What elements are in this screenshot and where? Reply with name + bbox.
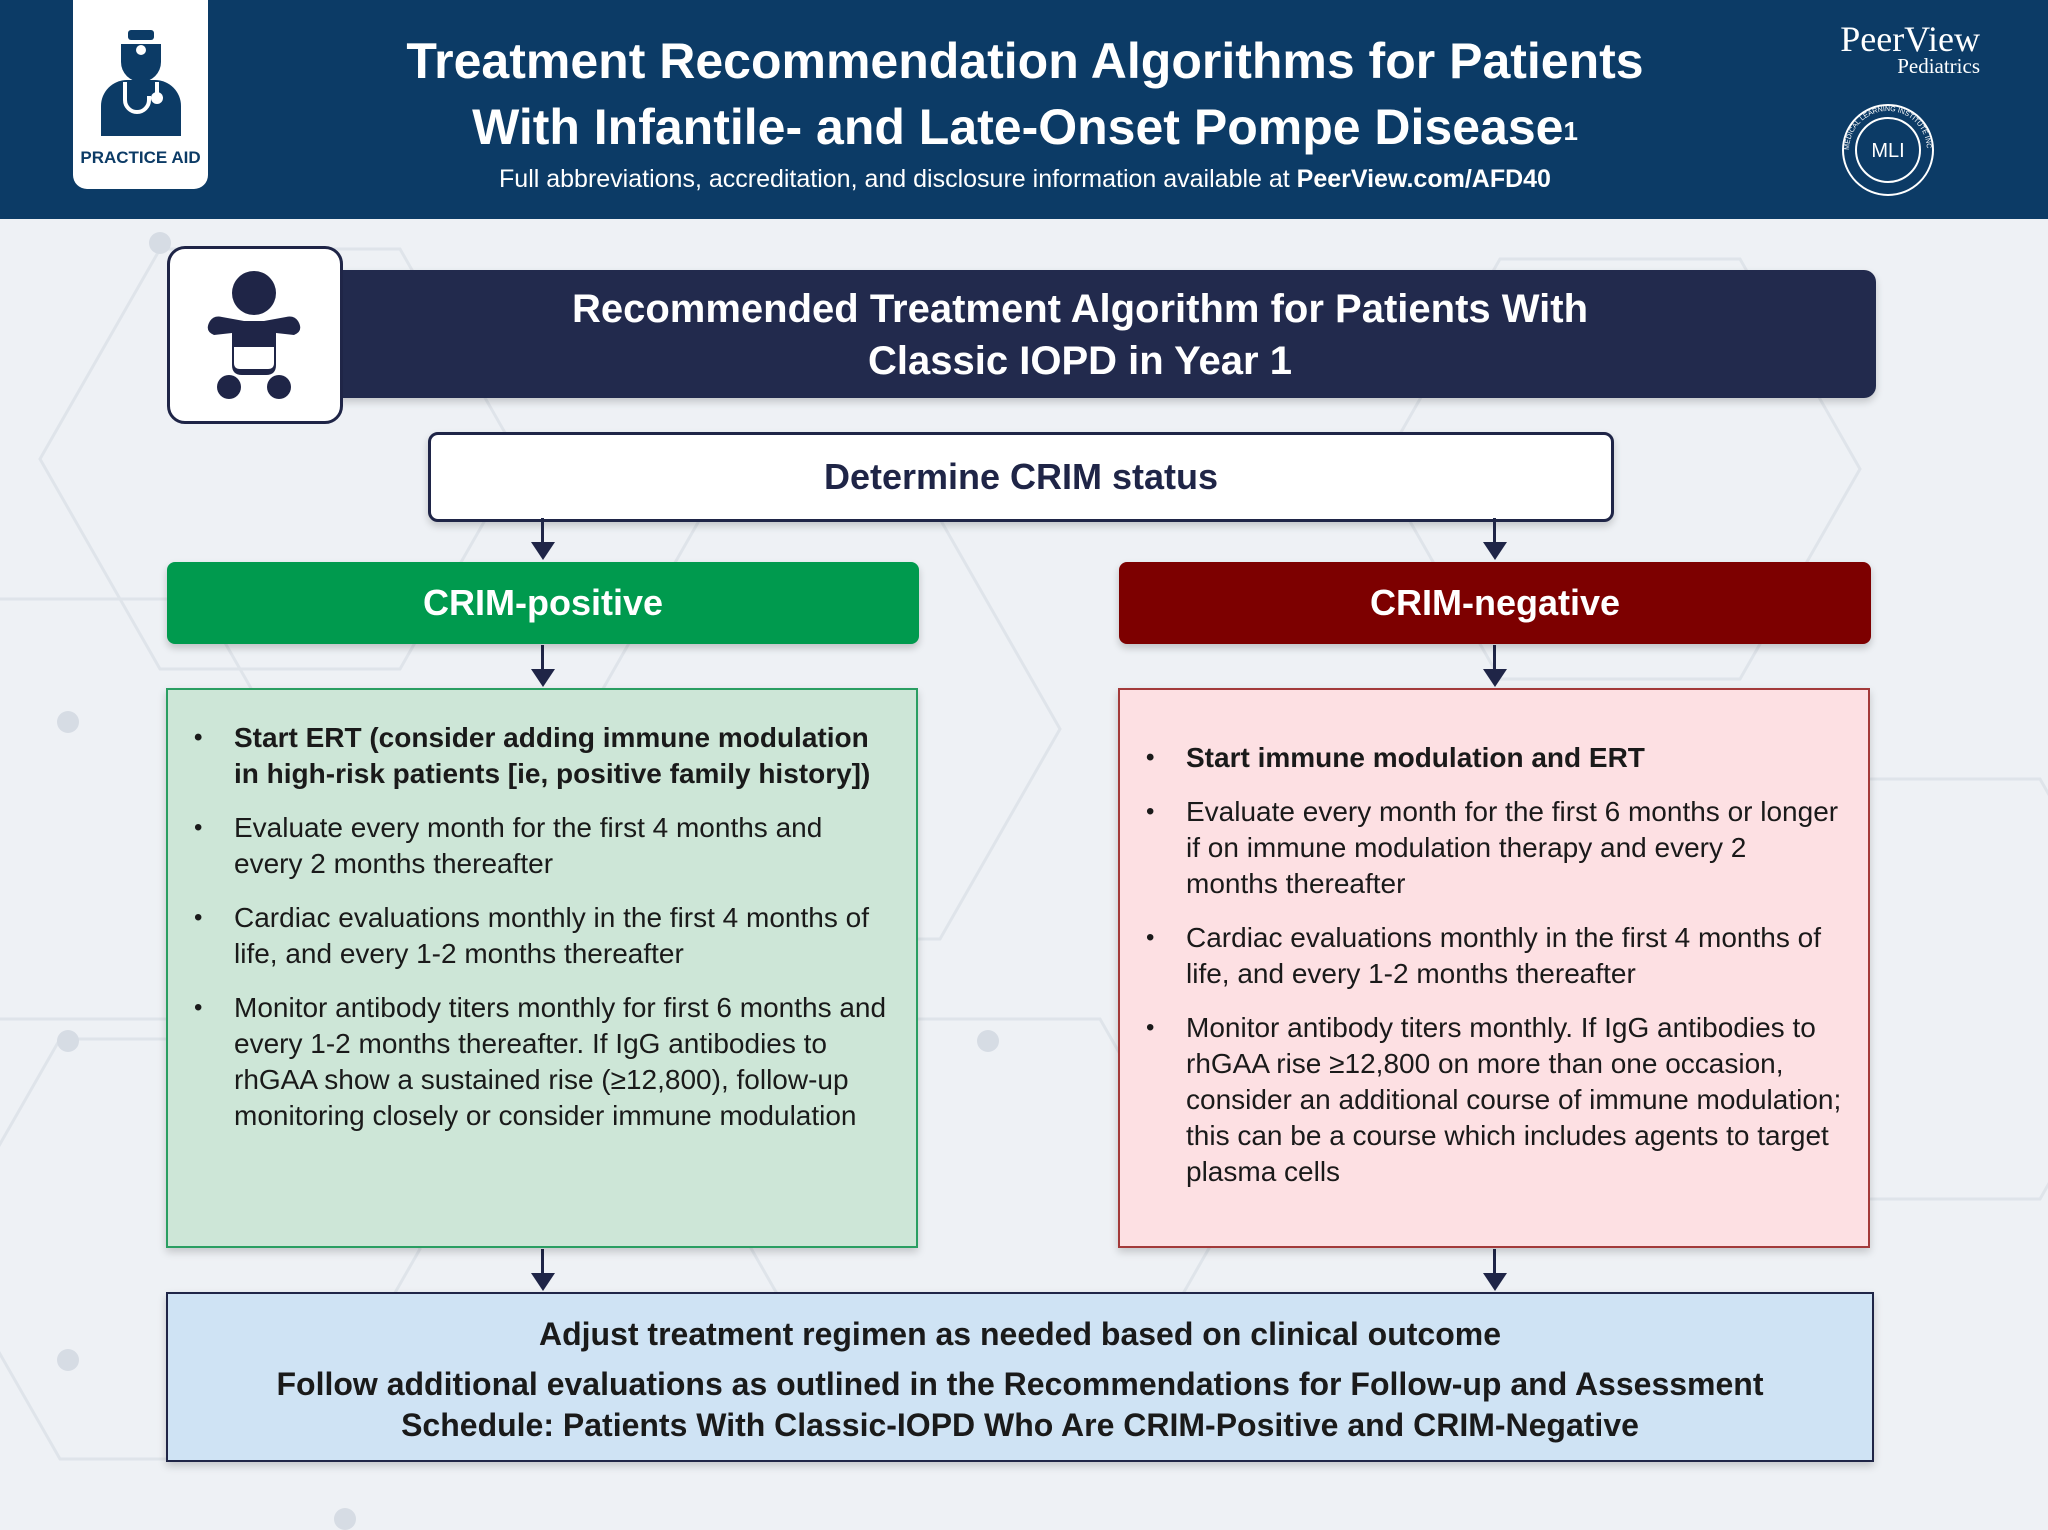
brand-name: PeerView <box>1840 19 1980 59</box>
list-item: Evaluate every month for the first 6 mon… <box>1120 794 1868 902</box>
crim-negative-panel: Start immune modulation and ERT Evaluate… <box>1118 688 1870 1248</box>
final-recommendation-box: Adjust treatment regimen as needed based… <box>166 1292 1874 1462</box>
list-item: Start ERT (consider adding immune modula… <box>168 720 916 792</box>
list-item: Evaluate every month for the first 4 mon… <box>168 810 916 882</box>
arrow-to-crim-negative <box>1483 518 1507 560</box>
header-banner: PRACTICE AID Treatment Recommendation Al… <box>0 0 2048 219</box>
page-title-line2: With Infantile- and Late-Onset Pompe Dis… <box>472 99 1564 155</box>
infant-icon <box>207 271 301 399</box>
peerview-logo: PeerView Pediatrics <box>1790 18 1980 79</box>
arrow-to-negative-panel <box>1483 645 1507 687</box>
disclosure-note: Full abbreviations, accreditation, and d… <box>330 165 1720 194</box>
crim-negative-list: Start immune modulation and ERT Evaluate… <box>1120 690 1868 1190</box>
arrow-to-crim-positive <box>531 518 555 560</box>
mli-logo-icon: MEDICAL LEARNING INSTITUTE INC MLI <box>1842 104 1934 196</box>
final-line1: Adjust treatment regimen as needed based… <box>538 1316 1501 1352</box>
crim-positive-label: CRIM-positive <box>167 562 919 644</box>
algorithm-title: Recommended Treatment Algorithm for Pati… <box>360 283 1800 387</box>
arrow-to-positive-panel <box>531 645 555 687</box>
title-footnote-ref: 1 <box>1563 116 1578 146</box>
arrow-negative-to-final <box>1483 1249 1507 1291</box>
arrow-positive-to-final <box>531 1249 555 1291</box>
crim-positive-panel: Start ERT (consider adding immune modula… <box>166 688 918 1248</box>
crim-positive-list: Start ERT (consider adding immune modula… <box>168 690 916 1134</box>
disclosure-link[interactable]: PeerView.com/AFD40 <box>1296 165 1551 193</box>
practice-aid-label: PRACTICE AID <box>80 148 201 167</box>
list-item: Monitor antibody titers monthly for firs… <box>168 990 916 1134</box>
list-item: Monitor antibody titers monthly. If IgG … <box>1120 1010 1868 1190</box>
algorithm-title-line2: Classic IOPD in Year 1 <box>868 339 1292 383</box>
brand-sub: Pediatrics <box>1897 54 1980 78</box>
disclosure-text: Full abbreviations, accreditation, and d… <box>499 165 1297 193</box>
list-item: Cardiac evaluations monthly in the first… <box>1120 920 1868 992</box>
page-title-line1: Treatment Recommendation Algorithms for … <box>406 33 1644 89</box>
infant-icon-box <box>167 246 343 424</box>
list-item: Start immune modulation and ERT <box>1120 740 1868 776</box>
final-line2: Follow additional evaluations as outline… <box>276 1366 1764 1443</box>
crim-negative-label: CRIM-negative <box>1119 562 1871 644</box>
mli-logo-text: MLI <box>1871 140 1904 162</box>
determine-crim-status-box: Determine CRIM status <box>428 432 1614 522</box>
doctor-icon <box>101 30 181 136</box>
page-title: Treatment Recommendation Algorithms for … <box>330 28 1720 160</box>
algorithm-title-line1: Recommended Treatment Algorithm for Pati… <box>571 287 1589 331</box>
algorithm-title-bar: Recommended Treatment Algorithm for Pati… <box>320 270 1876 398</box>
practice-aid-badge: PRACTICE AID <box>73 0 208 189</box>
list-item: Cardiac evaluations monthly in the first… <box>168 900 916 972</box>
